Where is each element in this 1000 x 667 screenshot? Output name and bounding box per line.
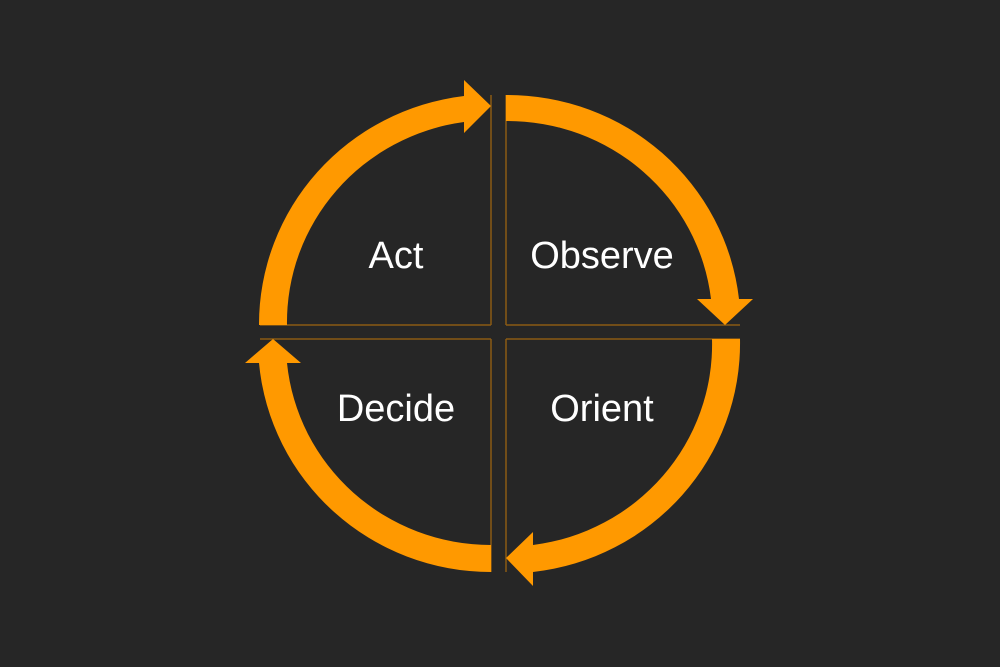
quadrant-dividers (260, 95, 740, 572)
arrow-act-to-observe (258, 80, 491, 325)
stage-labels: Observe Orient Decide Act (337, 235, 674, 430)
stage-label-act: Act (369, 235, 424, 277)
stage-label-observe: Observe (530, 235, 674, 277)
cycle-arrows (245, 80, 753, 586)
stage-label-decide: Decide (337, 388, 455, 430)
arrow-observe-to-orient (506, 94, 753, 326)
arrow-decide-to-act (245, 339, 491, 572)
arrow-orient-to-decide (506, 339, 741, 586)
stage-label-orient: Orient (550, 388, 654, 430)
